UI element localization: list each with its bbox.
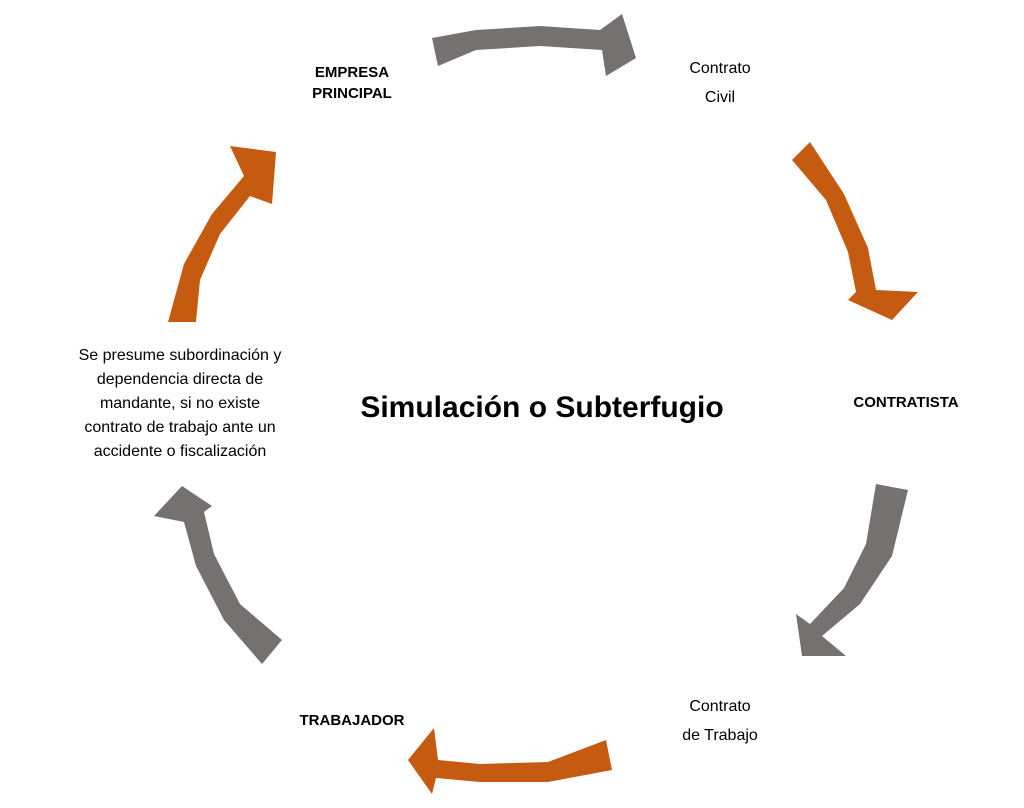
node-trabajador: TRABAJADOR xyxy=(299,712,405,729)
arrow-contrato-civil-to-contratista xyxy=(792,142,918,320)
node-contrato-civil: Contrato Civil xyxy=(689,60,751,106)
arrow-contrato-trabajo-to-trabajador xyxy=(408,728,612,794)
arrow-empresa-to-contrato-civil xyxy=(432,14,636,76)
node-contratista: CONTRATISTA xyxy=(853,394,959,411)
node-empresa-principal: EMPRESA PRINCIPAL xyxy=(312,64,392,102)
node-presuncion: Se presume subordinación y dependencia d… xyxy=(78,347,282,460)
diagram-title: Simulación o Subterfugio xyxy=(360,391,724,424)
arrow-presuncion-to-empresa xyxy=(168,146,276,322)
node-contrato-trabajo: Contrato de Trabajo xyxy=(682,698,758,744)
arrow-trabajador-to-presuncion xyxy=(154,486,282,664)
arrow-contratista-to-contrato-trabajo xyxy=(796,484,908,656)
